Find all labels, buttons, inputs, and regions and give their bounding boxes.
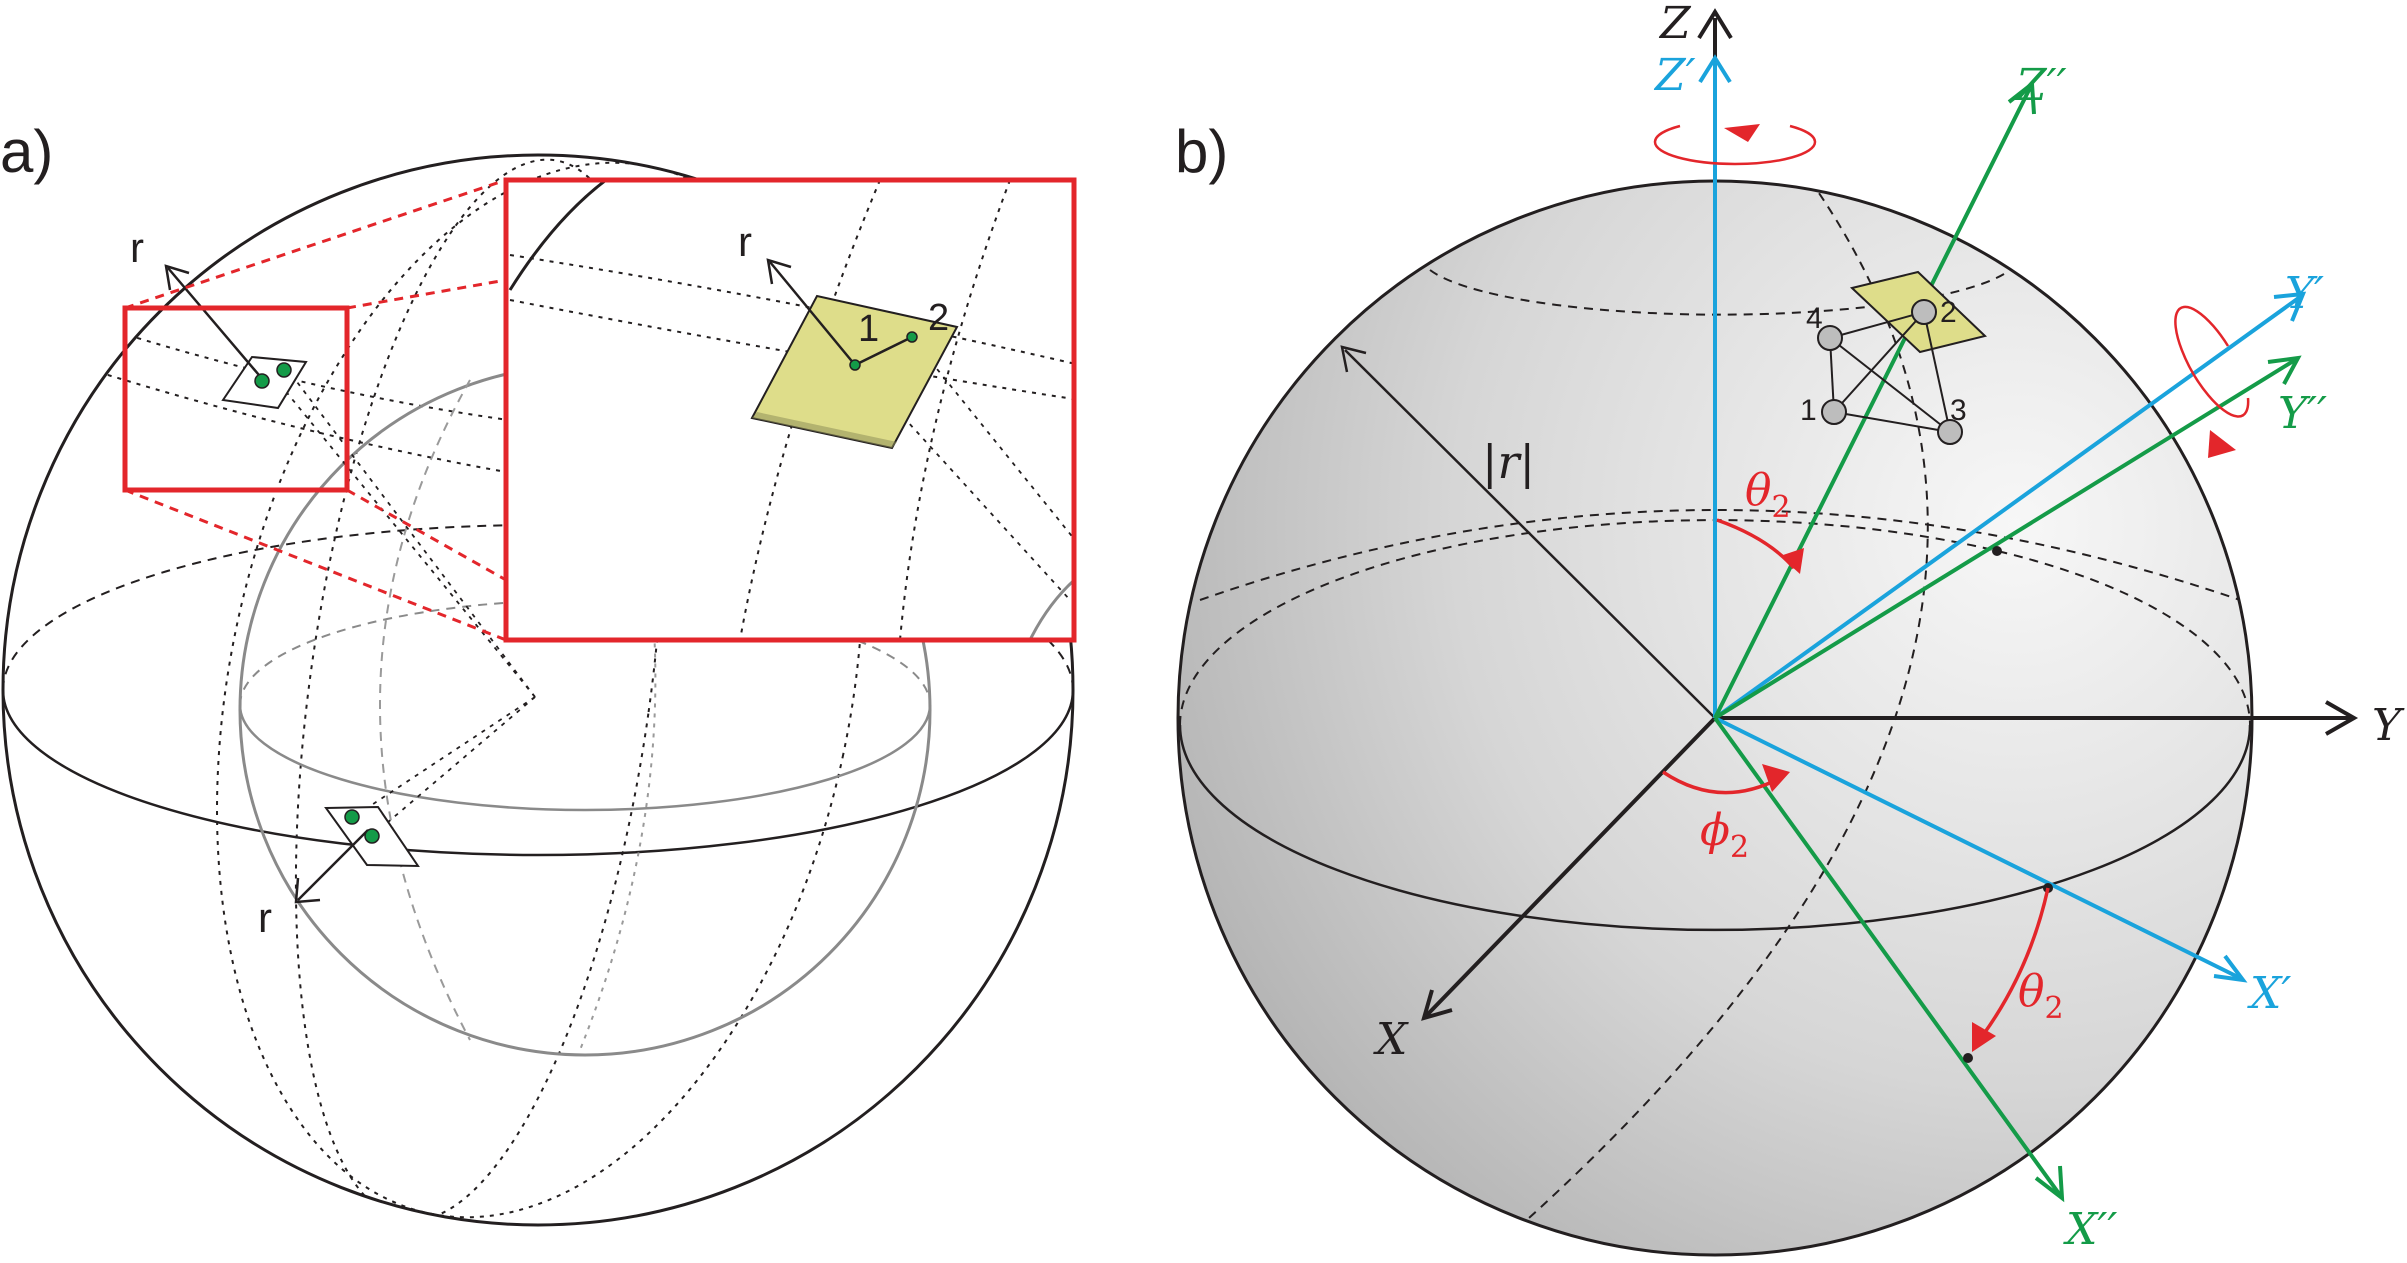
phi-label: ϕ2 — [1700, 805, 1749, 865]
inset-plane — [750, 294, 959, 450]
projection-lines — [269, 369, 536, 835]
cluster-node-2 — [1911, 299, 1937, 325]
z-axis-label: Z — [1658, 0, 1692, 49]
cluster-node-4 — [1817, 325, 1843, 351]
z-dprime-label: Z′′ — [2014, 60, 2067, 111]
point-upper-1 — [254, 373, 270, 389]
r-label-lower: r — [258, 894, 272, 941]
panel-b: b) |r| Z Y X — [1175, 0, 2405, 1257]
zoom-inset: r 1 2 — [503, 177, 1077, 643]
cluster-node-3 — [1937, 419, 1963, 445]
surface-cluster: 1 2 3 4 — [1800, 270, 1988, 445]
inset-point-1-label: 1 — [858, 308, 879, 350]
green-axes — [1713, 80, 2302, 1203]
blue-axes — [1698, 54, 2307, 983]
sphere-grid — [1199, 181, 2241, 1255]
rotation-indicator-z — [1653, 124, 1817, 166]
y-dprime-label: Y′′ — [2278, 388, 2327, 439]
outer-equator-front — [1, 689, 1075, 857]
zoom-connectors — [124, 178, 507, 642]
rotation-indicator-y — [2174, 305, 2250, 458]
point-upper-2 — [276, 362, 292, 378]
r-label-upper: r — [130, 224, 144, 271]
cluster-label-3: 3 — [1950, 394, 1967, 427]
inset-point-2-label: 2 — [928, 297, 949, 339]
radius-vector — [1344, 349, 1716, 719]
lower-plane — [294, 805, 420, 904]
cluster-label-1: 1 — [1800, 394, 1817, 427]
y-axis-label: Y — [2372, 700, 2405, 751]
intersect-ydprime — [1992, 546, 2002, 556]
y-prime-label: Y′ — [2285, 268, 2324, 319]
z-prime-label: Z′ — [1653, 50, 1696, 101]
r-label-inset: r — [738, 218, 752, 265]
equator-front — [1178, 724, 2252, 932]
zoom-region — [122, 305, 350, 493]
upper-plane — [164, 264, 308, 410]
theta-top-label: θ2 — [1745, 465, 1791, 525]
r-vector-lower — [297, 829, 369, 901]
panel-a: a) — [0, 118, 1077, 1227]
cluster-node-1 — [1821, 399, 1847, 425]
panel-a-label: a) — [0, 118, 53, 185]
r-vector-inset — [769, 261, 856, 366]
cluster-label-2: 2 — [1940, 296, 1957, 329]
panel-b-label: b) — [1175, 118, 1228, 185]
x-prime-label: X′ — [2247, 968, 2291, 1019]
r-vector-upper — [167, 267, 265, 382]
inset-point-1 — [849, 359, 861, 371]
intersect-xprime — [2043, 883, 2053, 893]
radius-label: |r| — [1482, 435, 1535, 489]
cluster-label-4: 4 — [1806, 302, 1823, 335]
intersect-xdprime — [1963, 1053, 1973, 1063]
phi-arc — [1662, 770, 1781, 795]
x-dprime-label: X′′ — [2063, 1204, 2117, 1255]
theta-right-label: θ2 — [2018, 966, 2064, 1026]
inset-point-2 — [906, 331, 918, 343]
x-axis-label: X — [1373, 1014, 1409, 1065]
point-lower-1 — [344, 809, 360, 825]
point-lower-2 — [364, 828, 380, 844]
theta-right-arc — [1981, 887, 2050, 1037]
